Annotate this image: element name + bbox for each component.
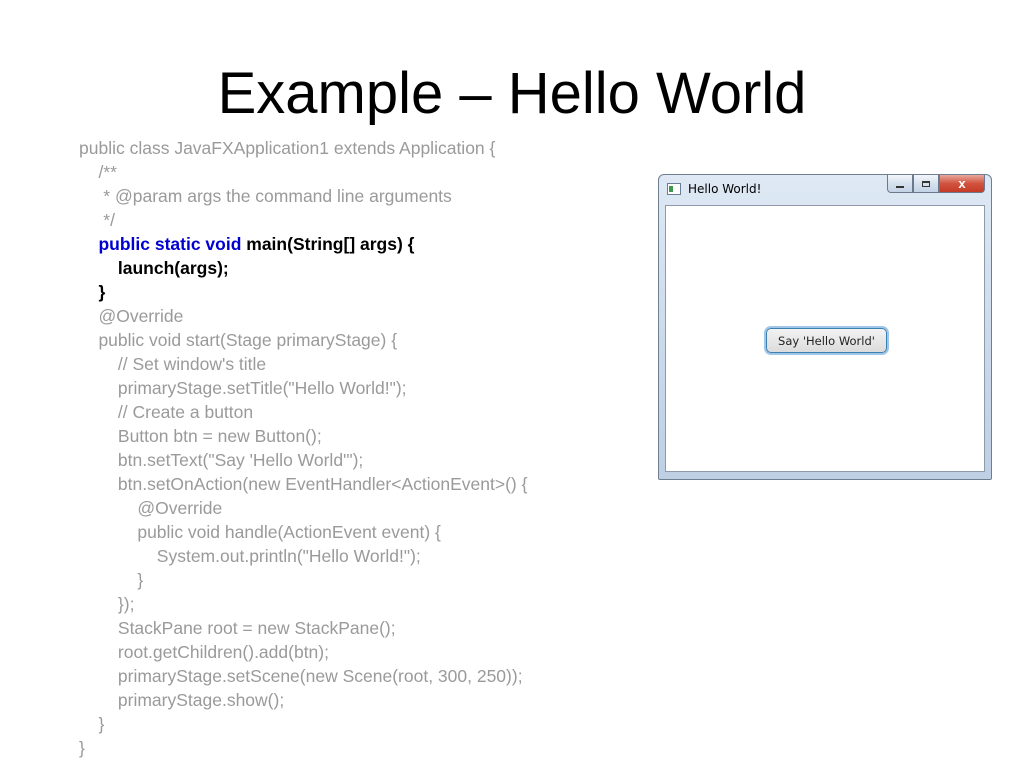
code-indent xyxy=(79,234,98,254)
window-titlebar[interactable]: Hello World! x xyxy=(659,175,991,203)
code-line: }); xyxy=(79,594,135,614)
code-line: public class JavaFXApplication1 extends … xyxy=(79,138,496,158)
code-line: } xyxy=(79,282,106,302)
code-line: // Create a button xyxy=(79,402,254,422)
code-line: System.out.println("Hello World!"); xyxy=(79,546,421,566)
code-line: @Override xyxy=(79,306,184,326)
code-line: primaryStage.show(); xyxy=(79,690,285,710)
minimize-icon xyxy=(896,185,904,188)
code-line: root.getChildren().add(btn); xyxy=(79,642,329,662)
slide-title: Example – Hello World xyxy=(217,61,807,126)
code-line: primaryStage.setScene(new Scene(root, 30… xyxy=(79,666,523,686)
close-icon: x xyxy=(958,176,966,191)
window-controls: x xyxy=(887,175,985,195)
window-client-area: Say 'Hello World' xyxy=(665,205,985,472)
code-line: } xyxy=(79,738,85,758)
code-line: @Override xyxy=(79,498,223,518)
code-line: Button btn = new Button(); xyxy=(79,426,322,446)
code-line: // Set window's title xyxy=(79,354,267,374)
code-line: public void start(Stage primaryStage) { xyxy=(79,330,398,350)
code-line: StackPane root = new StackPane(); xyxy=(79,618,396,638)
code-block: public class JavaFXApplication1 extends … xyxy=(79,136,649,760)
code-keyword: public static void xyxy=(98,234,242,254)
code-line: btn.setOnAction(new EventHandler<ActionE… xyxy=(79,474,528,494)
say-hello-button[interactable]: Say 'Hello World' xyxy=(766,328,887,353)
maximize-button[interactable] xyxy=(913,175,939,193)
code-line: primaryStage.setTitle("Hello World!"); xyxy=(79,378,407,398)
code-line: * @param args the command line arguments xyxy=(79,186,452,206)
code-line: } xyxy=(79,714,105,734)
code-line: launch(args); xyxy=(79,258,229,278)
code-line: */ xyxy=(79,210,115,230)
minimize-button[interactable] xyxy=(887,175,913,193)
window-title: Hello World! xyxy=(688,182,762,196)
code-line: btn.setText("Say 'Hello World'"); xyxy=(79,450,364,470)
code-line-main: public static void main(String[] args) { xyxy=(79,232,649,256)
close-button[interactable]: x xyxy=(939,175,985,193)
app-icon[interactable] xyxy=(667,183,681,195)
code-main-signature: main(String[] args) { xyxy=(241,234,415,254)
maximize-icon xyxy=(922,180,930,187)
hello-world-window: Hello World! x Say 'Hello World' xyxy=(658,174,992,480)
code-line: /** xyxy=(79,162,117,182)
code-line: } xyxy=(79,570,144,590)
code-line: public void handle(ActionEvent event) { xyxy=(79,522,441,542)
